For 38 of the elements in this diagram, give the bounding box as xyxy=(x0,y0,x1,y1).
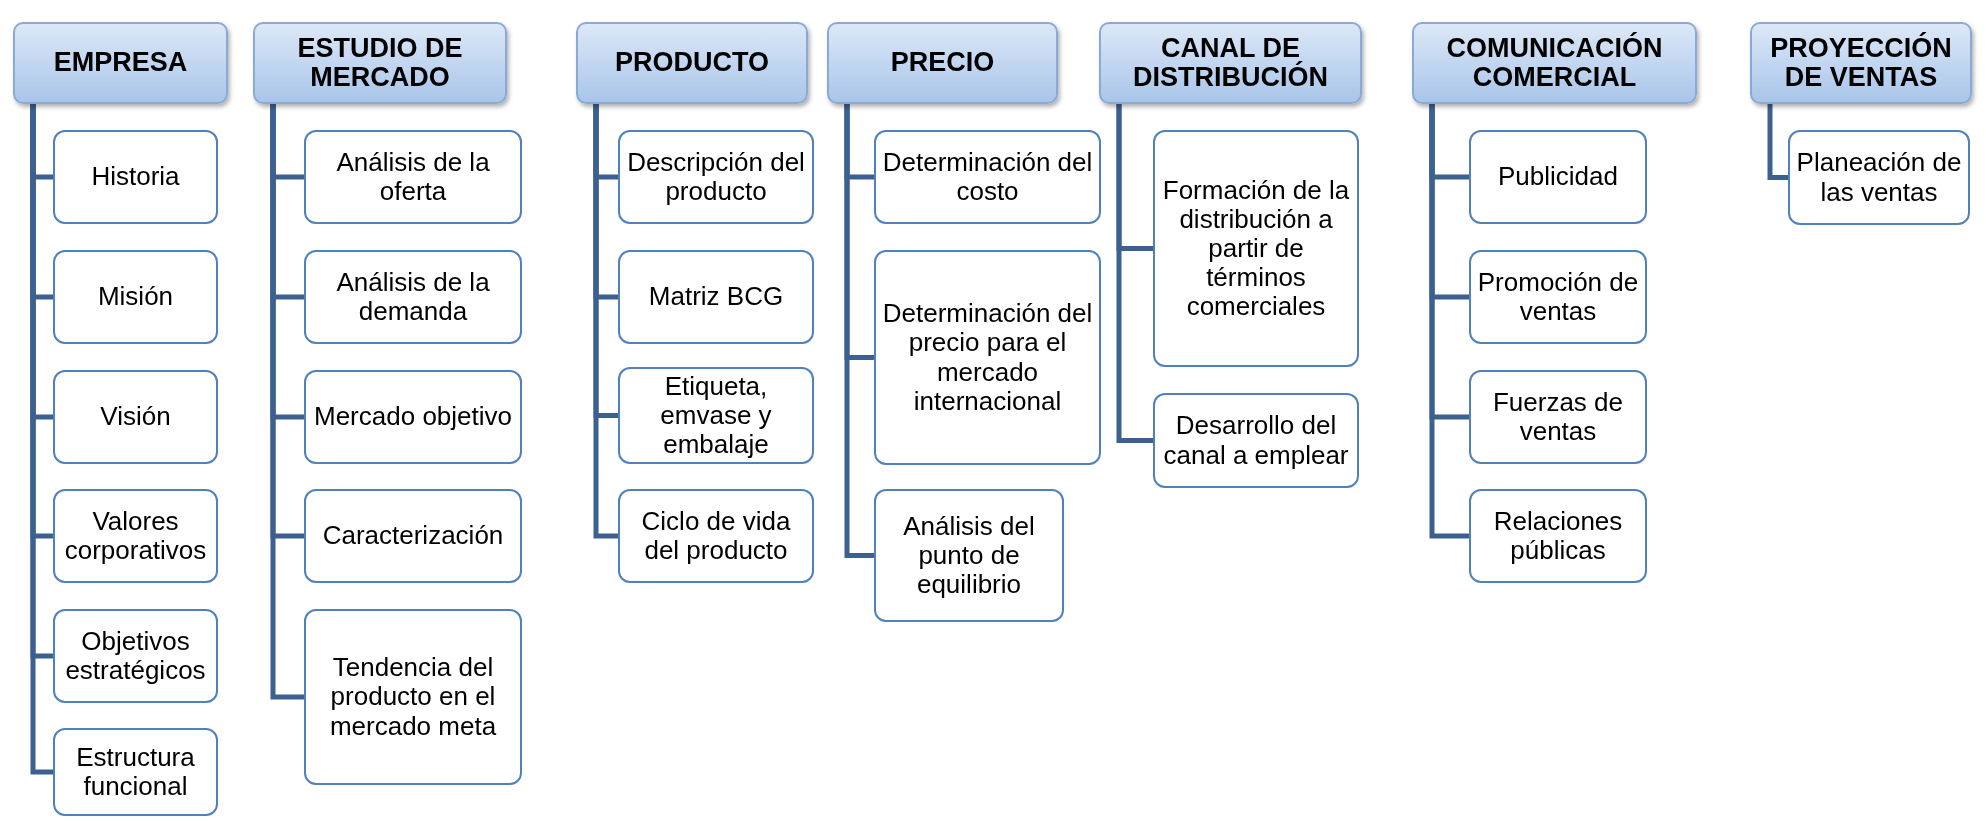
topic-box: Ciclo de vida del producto xyxy=(618,489,814,583)
category-header: PRECIO xyxy=(827,22,1058,104)
connector-line xyxy=(1116,104,1153,443)
topic-box: Fuerzas de ventas xyxy=(1469,370,1647,464)
topic-box: Mercado objetivo xyxy=(304,370,522,464)
topic-box: Análisis del punto de equilibrio xyxy=(874,489,1064,622)
topic-box: Formación de la distribución a partir de términos comerciales xyxy=(1153,130,1359,367)
topic-box: Etiqueta, emvase y embalaje xyxy=(618,367,814,464)
topic-box: Valores corporativos xyxy=(53,489,218,583)
category-header: CANAL DE DISTRIBUCIÓN xyxy=(1099,22,1362,104)
topic-box: Publicidad xyxy=(1469,130,1647,224)
topic-box: Desarrollo del canal a emplear xyxy=(1153,393,1359,488)
connector-line xyxy=(1767,104,1788,180)
category-header: PRODUCTO xyxy=(576,22,808,104)
topic-box: Relaciones públicas xyxy=(1469,489,1647,583)
topic-box: Matriz BCG xyxy=(618,250,814,344)
topic-box: Estructura funcional xyxy=(53,728,218,816)
topic-box: Tendencia del producto en el mercado meta xyxy=(304,609,522,785)
topic-box: Planeación de las ventas xyxy=(1788,130,1970,225)
category-header: EMPRESA xyxy=(13,22,228,104)
topic-box: Determinación del precio para el mercado internacional xyxy=(874,250,1101,465)
connector-line xyxy=(844,104,874,558)
connector-line xyxy=(1429,104,1469,539)
topic-box: Objetivos estratégicos xyxy=(53,609,218,703)
category-header: COMUNICACIÓN COMERCIAL xyxy=(1412,22,1697,104)
topic-box: Determinación del costo xyxy=(874,130,1101,224)
topic-box: Visión xyxy=(53,370,218,464)
category-header: ESTUDIO DE MERCADO xyxy=(253,22,507,104)
topic-box: Caracterización xyxy=(304,489,522,583)
category-header: PROYECCIÓN DE VENTAS xyxy=(1750,22,1972,104)
topic-box: Análisis de la oferta xyxy=(304,130,522,224)
topic-box: Análisis de la demanda xyxy=(304,250,522,344)
topic-box: Historia xyxy=(53,130,218,224)
connector-line xyxy=(270,104,304,700)
topic-box: Promoción de ventas xyxy=(1469,250,1647,344)
topic-box: Descripción del producto xyxy=(618,130,814,224)
topic-box: Misión xyxy=(53,250,218,344)
connector-line xyxy=(593,104,618,539)
